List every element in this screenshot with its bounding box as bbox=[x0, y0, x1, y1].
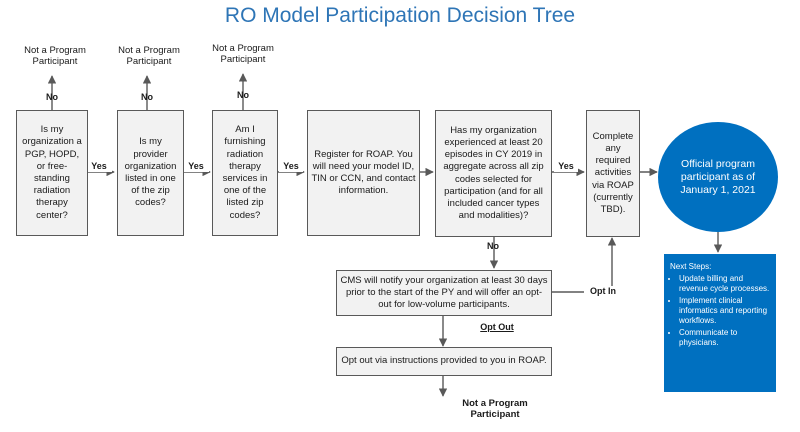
yes-label-1: Yes bbox=[86, 161, 112, 172]
next-step-item: Implement clinical informatics and repor… bbox=[679, 296, 772, 326]
not-participant-label-3: Not a Program Participant bbox=[212, 43, 274, 65]
yes-label-3: Yes bbox=[279, 161, 303, 172]
question-services-box: Am I furnishing radiation therapy servic… bbox=[212, 110, 278, 236]
yes-label-2: Yes bbox=[183, 161, 209, 172]
official-participant-text: Official program participant as of Janua… bbox=[680, 157, 756, 196]
question-zip-listed-box: Is my provider organization listed in on… bbox=[117, 110, 184, 236]
cms-notify-text: CMS will notify your organization at lea… bbox=[340, 274, 548, 311]
no-label-3: No bbox=[237, 90, 249, 100]
not-participant-label-2: Not a Program Participant bbox=[118, 45, 180, 67]
next-steps-list: Update billing and revenue cycle process… bbox=[670, 274, 772, 348]
register-roap-box: Register for ROAP. You will need your mo… bbox=[307, 110, 420, 236]
next-step-item: Communicate to physicians. bbox=[679, 328, 772, 348]
not-participant-label-1: Not a Program Participant bbox=[24, 45, 86, 67]
question-services-text: Am I furnishing radiation therapy servic… bbox=[222, 124, 268, 221]
no-label-4: No bbox=[487, 241, 499, 251]
opt-out-instructions-text: Opt out via instructions provided to you… bbox=[341, 355, 547, 367]
question-org-type-text: Is my organization a PGP, HOPD, or free-… bbox=[22, 124, 82, 221]
official-participant-circle: Official program participant as of Janua… bbox=[658, 122, 778, 232]
next-steps-panel: Next Steps: Update billing and revenue c… bbox=[664, 254, 776, 392]
question-episodes-box: Has my organization experienced at least… bbox=[435, 110, 552, 237]
no-label-1: No bbox=[46, 92, 58, 102]
diagram-title: RO Model Participation Decision Tree bbox=[224, 4, 576, 27]
question-zip-listed-text: Is my provider organization listed in on… bbox=[124, 136, 177, 209]
not-participant-final-label: Not a Program Participant bbox=[462, 398, 528, 420]
yes-label-4: Yes bbox=[554, 161, 578, 172]
opt-out-label: Opt Out bbox=[480, 322, 514, 332]
cms-notify-box: CMS will notify your organization at lea… bbox=[336, 270, 552, 316]
opt-out-instructions-box: Opt out via instructions provided to you… bbox=[336, 347, 552, 376]
question-episodes-text: Has my organization experienced at least… bbox=[443, 124, 544, 222]
question-org-type-box: Is my organization a PGP, HOPD, or free-… bbox=[16, 110, 88, 236]
complete-activities-box: Complete any required activities via ROA… bbox=[586, 110, 640, 237]
next-steps-heading: Next Steps: bbox=[670, 262, 712, 271]
register-roap-text: Register for ROAP. You will need your mo… bbox=[311, 148, 416, 197]
opt-in-label: Opt In bbox=[584, 286, 622, 297]
next-step-item: Update billing and revenue cycle process… bbox=[679, 274, 772, 294]
no-label-2: No bbox=[141, 92, 153, 102]
complete-activities-text: Complete any required activities via ROA… bbox=[592, 130, 634, 215]
